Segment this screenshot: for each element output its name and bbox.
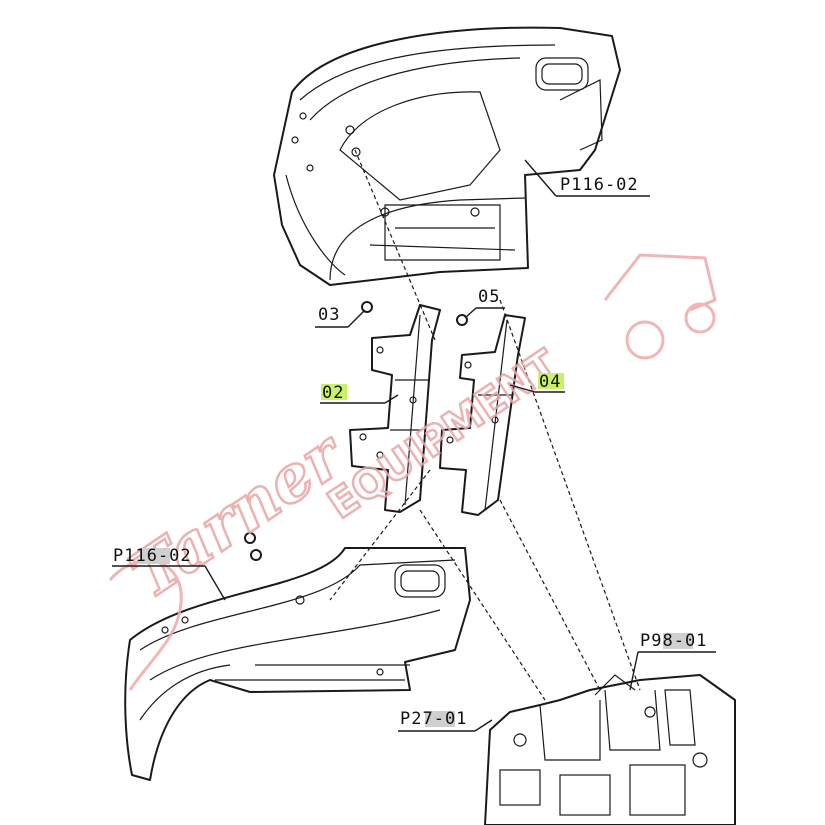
callout-05: 05 [464,287,505,319]
transmission-housing [484,674,736,825]
label-04-highlight [538,373,564,389]
label-p98: P98-01 [640,631,707,651]
callout-03: 03 [315,305,366,328]
callout-02: 02 [320,383,399,404]
label-bottom-fender-shade [140,548,170,564]
assembly-lines [329,149,641,701]
bracket-02 [349,304,441,513]
label-02-highlight [321,384,347,400]
callout-p98: P98-01 [629,631,716,691]
callout-top-fender: P116-02 [524,159,650,197]
callout-04: 04 [509,372,565,393]
top-fender [273,26,621,286]
label-p98-shade [663,633,693,649]
label-04: 04 [539,372,561,392]
label-05: 05 [478,287,500,307]
label-02: 02 [322,383,344,403]
callout-p27: P27-01 [398,709,493,732]
bottom-fender [124,547,471,781]
bolt-05 [456,314,468,326]
label-p27-shade [425,711,455,727]
label-p27: P27-01 [400,709,467,729]
bolt-bottom-b [250,549,262,561]
label-03: 03 [318,305,340,325]
callout-bottom-fender: P116-02 [112,546,226,601]
bracket-04 [439,314,526,516]
label-top-fender: P116-02 [560,175,639,195]
label-bottom-fender: P116-02 [113,546,192,566]
bolt-bottom-a [244,532,256,544]
bolt-03 [361,301,373,313]
